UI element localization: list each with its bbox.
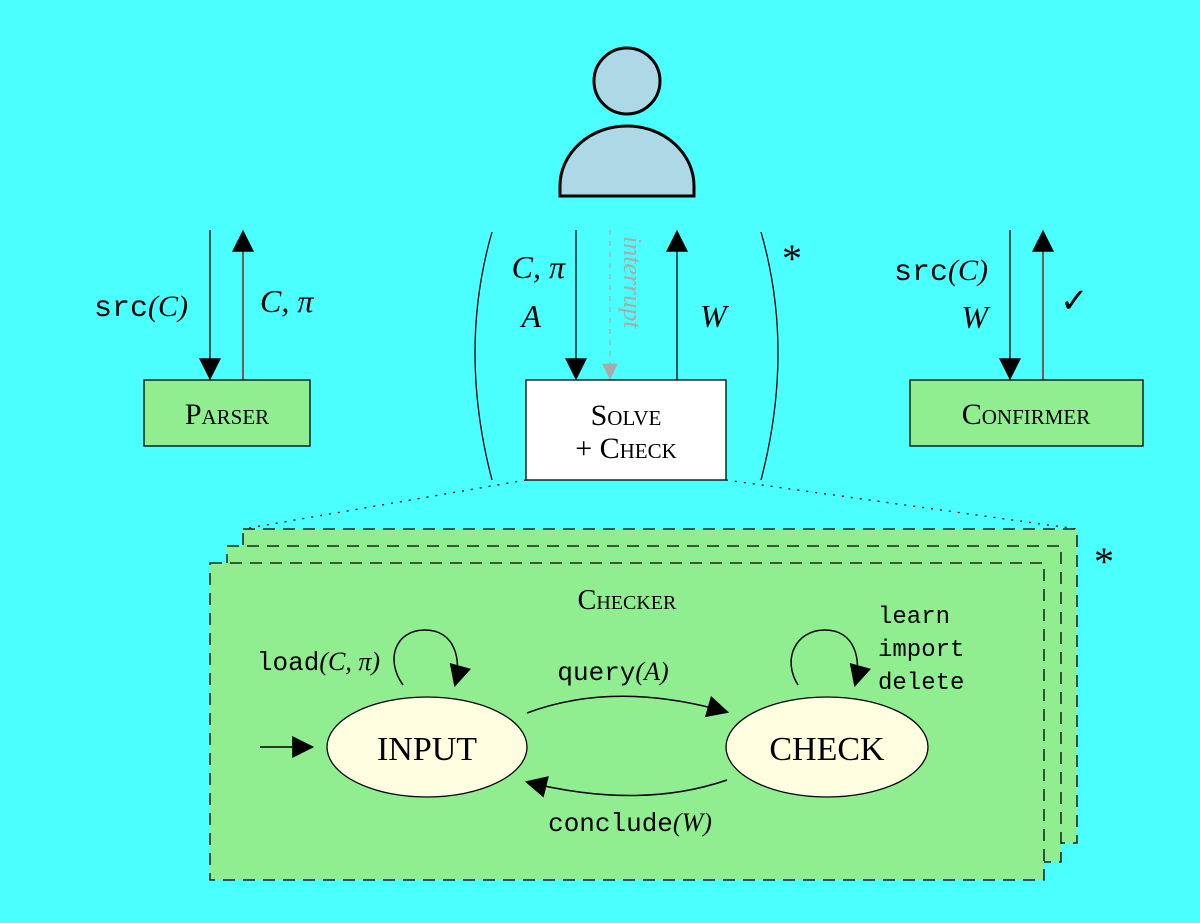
parser-box xyxy=(143,379,311,447)
parser-down-label: src(C) xyxy=(94,290,188,326)
solve-repeat-mark: * xyxy=(782,236,802,281)
confirmer-down-label-1: src(C) xyxy=(894,254,988,290)
state-input-label: INPUT xyxy=(377,731,477,768)
learn-label: learn xyxy=(878,604,950,631)
query-label: query(A) xyxy=(557,657,668,688)
check-mark-icon: ✓ xyxy=(1060,281,1089,321)
import-label: import xyxy=(878,637,964,664)
person-icon xyxy=(558,46,696,198)
state-input xyxy=(326,696,528,798)
query-arrow xyxy=(526,695,730,718)
input-self-loop xyxy=(393,629,471,688)
solve-check-box xyxy=(525,379,727,481)
conclude-label: conclude(W) xyxy=(548,808,712,839)
conclude-arrow xyxy=(524,776,728,798)
parser-up-label: C, π xyxy=(260,283,314,319)
confirmer-label: Confirmer xyxy=(962,398,1091,431)
solve-down-label-1: C, π xyxy=(512,249,566,285)
load-label: load(C, π) xyxy=(257,647,380,678)
right-paren xyxy=(760,231,779,481)
solve-label-line1: Solve xyxy=(591,399,662,432)
confirmer-box xyxy=(909,379,1144,447)
checker-repeat-mark: * xyxy=(1094,539,1114,584)
solve-label-line2: + Check xyxy=(575,432,677,465)
interrupt-label: interrupt xyxy=(618,236,647,329)
checker-title: Checker xyxy=(578,585,677,616)
left-paren xyxy=(474,231,493,481)
confirmer-down-label-2: W xyxy=(961,299,991,335)
parser-label: Parser xyxy=(185,398,269,431)
state-check xyxy=(725,696,929,798)
state-check-label: CHECK xyxy=(769,731,885,768)
solve-down-label-2: A xyxy=(519,298,541,334)
solve-up-label: W xyxy=(700,298,730,334)
delete-label: delete xyxy=(878,670,964,697)
check-self-loop xyxy=(790,629,871,688)
